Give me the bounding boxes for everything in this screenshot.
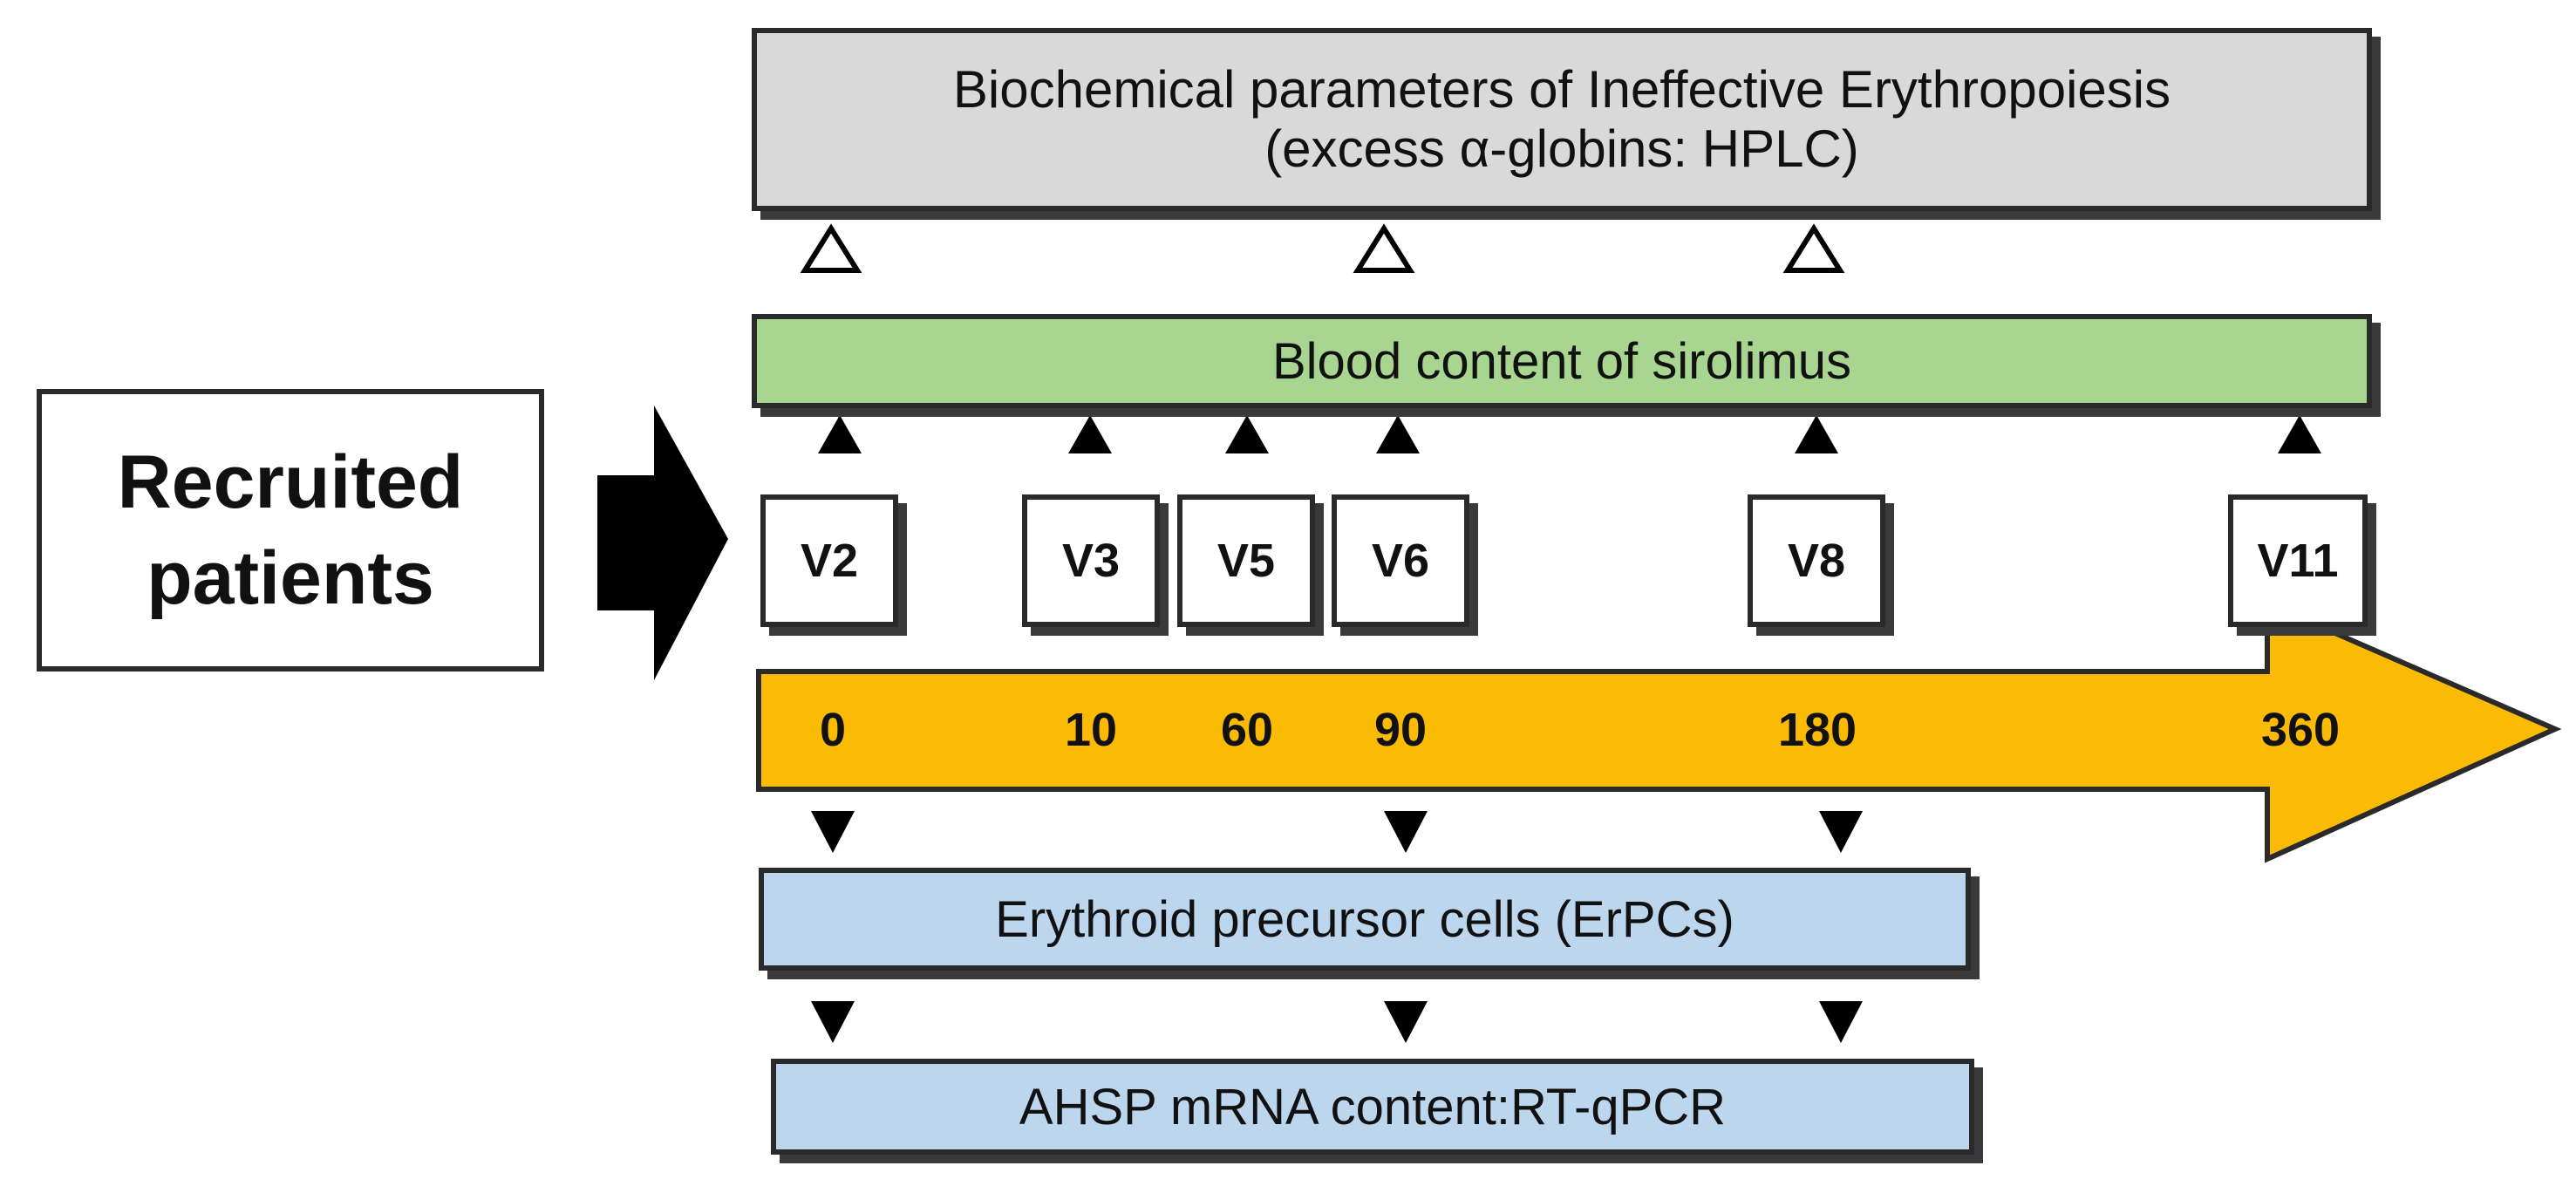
recruited-patients-box: Recruited patients — [37, 389, 544, 671]
sirolimus-box: Blood content of sirolimus — [752, 314, 2372, 408]
up-triangle-v6 — [1376, 415, 1420, 453]
down-triangle-ahsp-180 — [1819, 1001, 1863, 1043]
day-label: 10 — [1064, 704, 1118, 756]
hplc-parameters-line2: (excess α-globins: HPLC) — [1264, 119, 1859, 178]
entry-arrow — [597, 406, 728, 680]
down-triangle-ahsp-90 — [1384, 1001, 1428, 1043]
erpc-label: Erythroid precursor cells (ErPCs) — [995, 890, 1734, 948]
visit-label: V11 — [2257, 535, 2339, 587]
down-triangle-erpc-0 — [811, 811, 855, 853]
up-triangle-v5 — [1225, 415, 1269, 453]
visit-box-v11: V11 — [2228, 494, 2368, 627]
hplc-parameters-line1: Biochemical parameters of Ineffective Er… — [952, 60, 2171, 119]
visit-box-v8: V8 — [1748, 494, 1885, 627]
hollow-triangle-day-0 — [800, 223, 862, 273]
recruited-line2: patients — [147, 536, 434, 620]
hollow-triangle-day-90 — [1353, 223, 1415, 273]
down-triangle-erpc-90 — [1384, 811, 1428, 853]
down-triangle-ahsp-0 — [811, 1001, 855, 1043]
visit-box-v3: V3 — [1022, 494, 1160, 627]
ahsp-box: AHSP mRNA content:RT-qPCR — [771, 1059, 1974, 1155]
down-triangle-erpc-180 — [1819, 811, 1863, 853]
up-triangle-v2 — [818, 415, 862, 453]
timeline-arrow — [756, 599, 2562, 863]
recruited-line1: Recruited — [117, 440, 464, 524]
hplc-parameters-box: Biochemical parameters of Ineffective Er… — [752, 28, 2372, 211]
ahsp-label: AHSP mRNA content:RT-qPCR — [1019, 1078, 1727, 1135]
up-triangle-v11 — [2278, 415, 2321, 453]
day-label: 360 — [2260, 704, 2341, 756]
visit-box-v2: V2 — [760, 494, 898, 627]
visit-box-v5: V5 — [1177, 494, 1315, 627]
visit-label: V6 — [1371, 535, 1430, 587]
up-triangle-v3 — [1068, 415, 1112, 453]
visit-label: V5 — [1216, 535, 1276, 587]
visit-label: V2 — [800, 535, 859, 587]
day-label: 60 — [1220, 704, 1274, 756]
day-label: 180 — [1777, 704, 1857, 756]
day-label: 0 — [819, 704, 847, 756]
sirolimus-label: Blood content of sirolimus — [1271, 332, 1852, 390]
visit-label: V3 — [1061, 535, 1121, 587]
visit-box-v6: V6 — [1332, 494, 1469, 627]
up-triangle-v8 — [1795, 415, 1838, 453]
day-label: 90 — [1373, 704, 1428, 756]
visit-label: V8 — [1787, 535, 1846, 587]
hollow-triangle-day-180 — [1782, 223, 1845, 273]
erpc-box: Erythroid precursor cells (ErPCs) — [759, 868, 1971, 971]
